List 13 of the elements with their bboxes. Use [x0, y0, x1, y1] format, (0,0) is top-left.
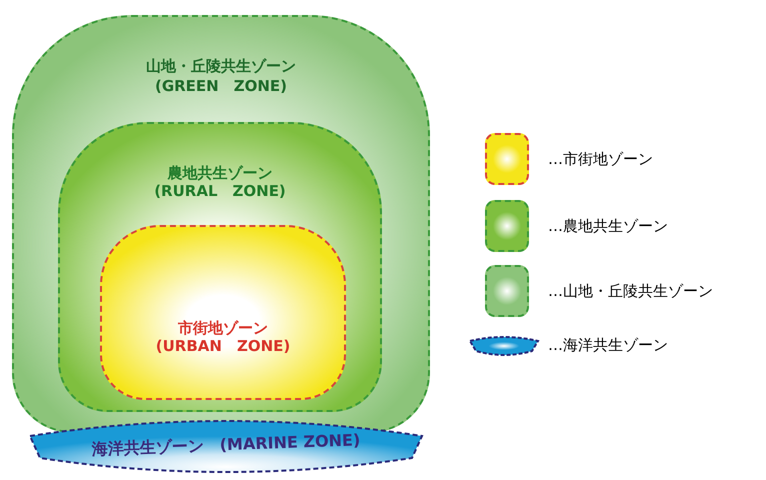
zone-name: 農地共生ゾーン: [168, 164, 272, 182]
legend-label: …山地・丘陵共生ゾーン: [548, 282, 713, 301]
zone-name: 山地・丘陵共生ゾーン: [146, 57, 296, 75]
zone-name: 市街地ゾーン: [178, 319, 268, 337]
zone-subtitle: (URBAN ZONE): [156, 337, 290, 355]
zone-subtitle: (GREEN ZONE): [154, 77, 288, 95]
legend-label: …農地共生ゾーン: [548, 217, 668, 236]
zone-subtitle: (RURAL ZONE): [154, 182, 286, 200]
zone-name: 海洋共生ゾーン (MARINE ZONE): [91, 431, 361, 459]
zone-area: [58, 122, 382, 412]
legend-label: …海洋共生ゾーン: [548, 336, 668, 355]
zone-area: [100, 225, 346, 400]
legend-label: …市街地ゾーン: [548, 150, 653, 169]
